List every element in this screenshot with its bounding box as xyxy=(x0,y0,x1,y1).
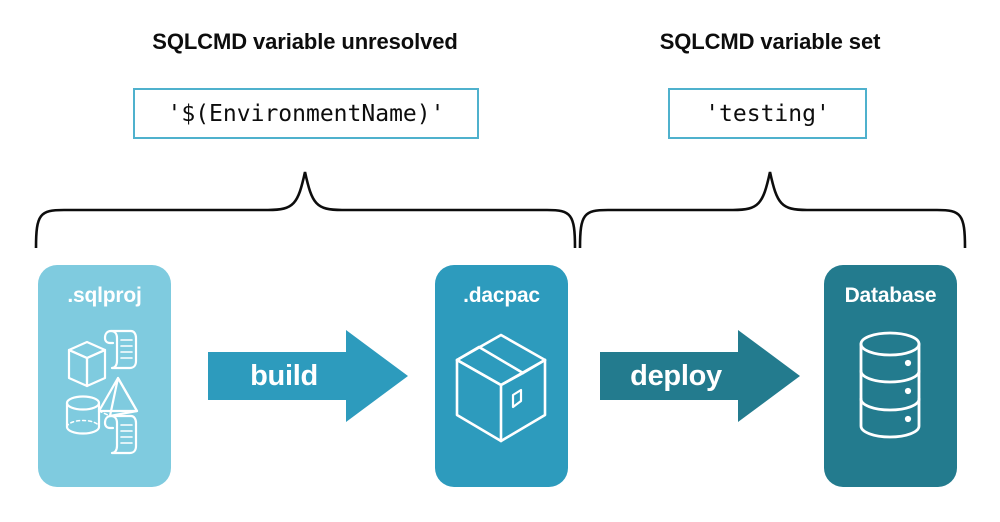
cube-shape-icon xyxy=(67,340,107,388)
brace-group xyxy=(34,171,967,248)
arrow-deploy: deploy xyxy=(600,330,800,422)
stage-card-dacpac-label: .dacpac xyxy=(463,284,540,307)
code-box-testing: 'testing' xyxy=(668,88,867,139)
database-cylinder-icon xyxy=(859,331,921,439)
script-scroll-icon-top xyxy=(103,329,138,370)
database-status-dot-1 xyxy=(904,359,912,367)
package-box-icon xyxy=(455,333,547,443)
database-status-dot-3 xyxy=(904,415,912,423)
arrow-right-icon-build xyxy=(208,330,408,422)
brace-left-icon xyxy=(34,171,577,248)
brace-right-icon xyxy=(578,171,967,248)
stage-card-sqlproj: .sqlproj xyxy=(38,265,171,487)
arrow-right-icon-deploy xyxy=(600,330,800,422)
stage-card-dacpac: .dacpac xyxy=(435,265,568,487)
cylinder-shape-icon xyxy=(65,395,101,435)
pyramid-shape-icon xyxy=(97,376,139,418)
code-box-environment-name: '$(EnvironmentName)' xyxy=(133,88,479,139)
stage-card-database: Database xyxy=(824,265,957,487)
heading-sqlcmd-variable-set: SQLCMD variable set xyxy=(659,29,881,54)
stage-card-database-label: Database xyxy=(844,284,937,307)
database-status-dot-2 xyxy=(904,387,912,395)
arrow-build: build xyxy=(208,330,408,422)
stage-card-sqlproj-label: .sqlproj xyxy=(67,284,142,307)
heading-sqlcmd-variable-unresolved: SQLCMD variable unresolved xyxy=(152,29,458,54)
project-shapes-icon xyxy=(65,329,139,455)
script-scroll-icon-bottom xyxy=(103,414,138,455)
